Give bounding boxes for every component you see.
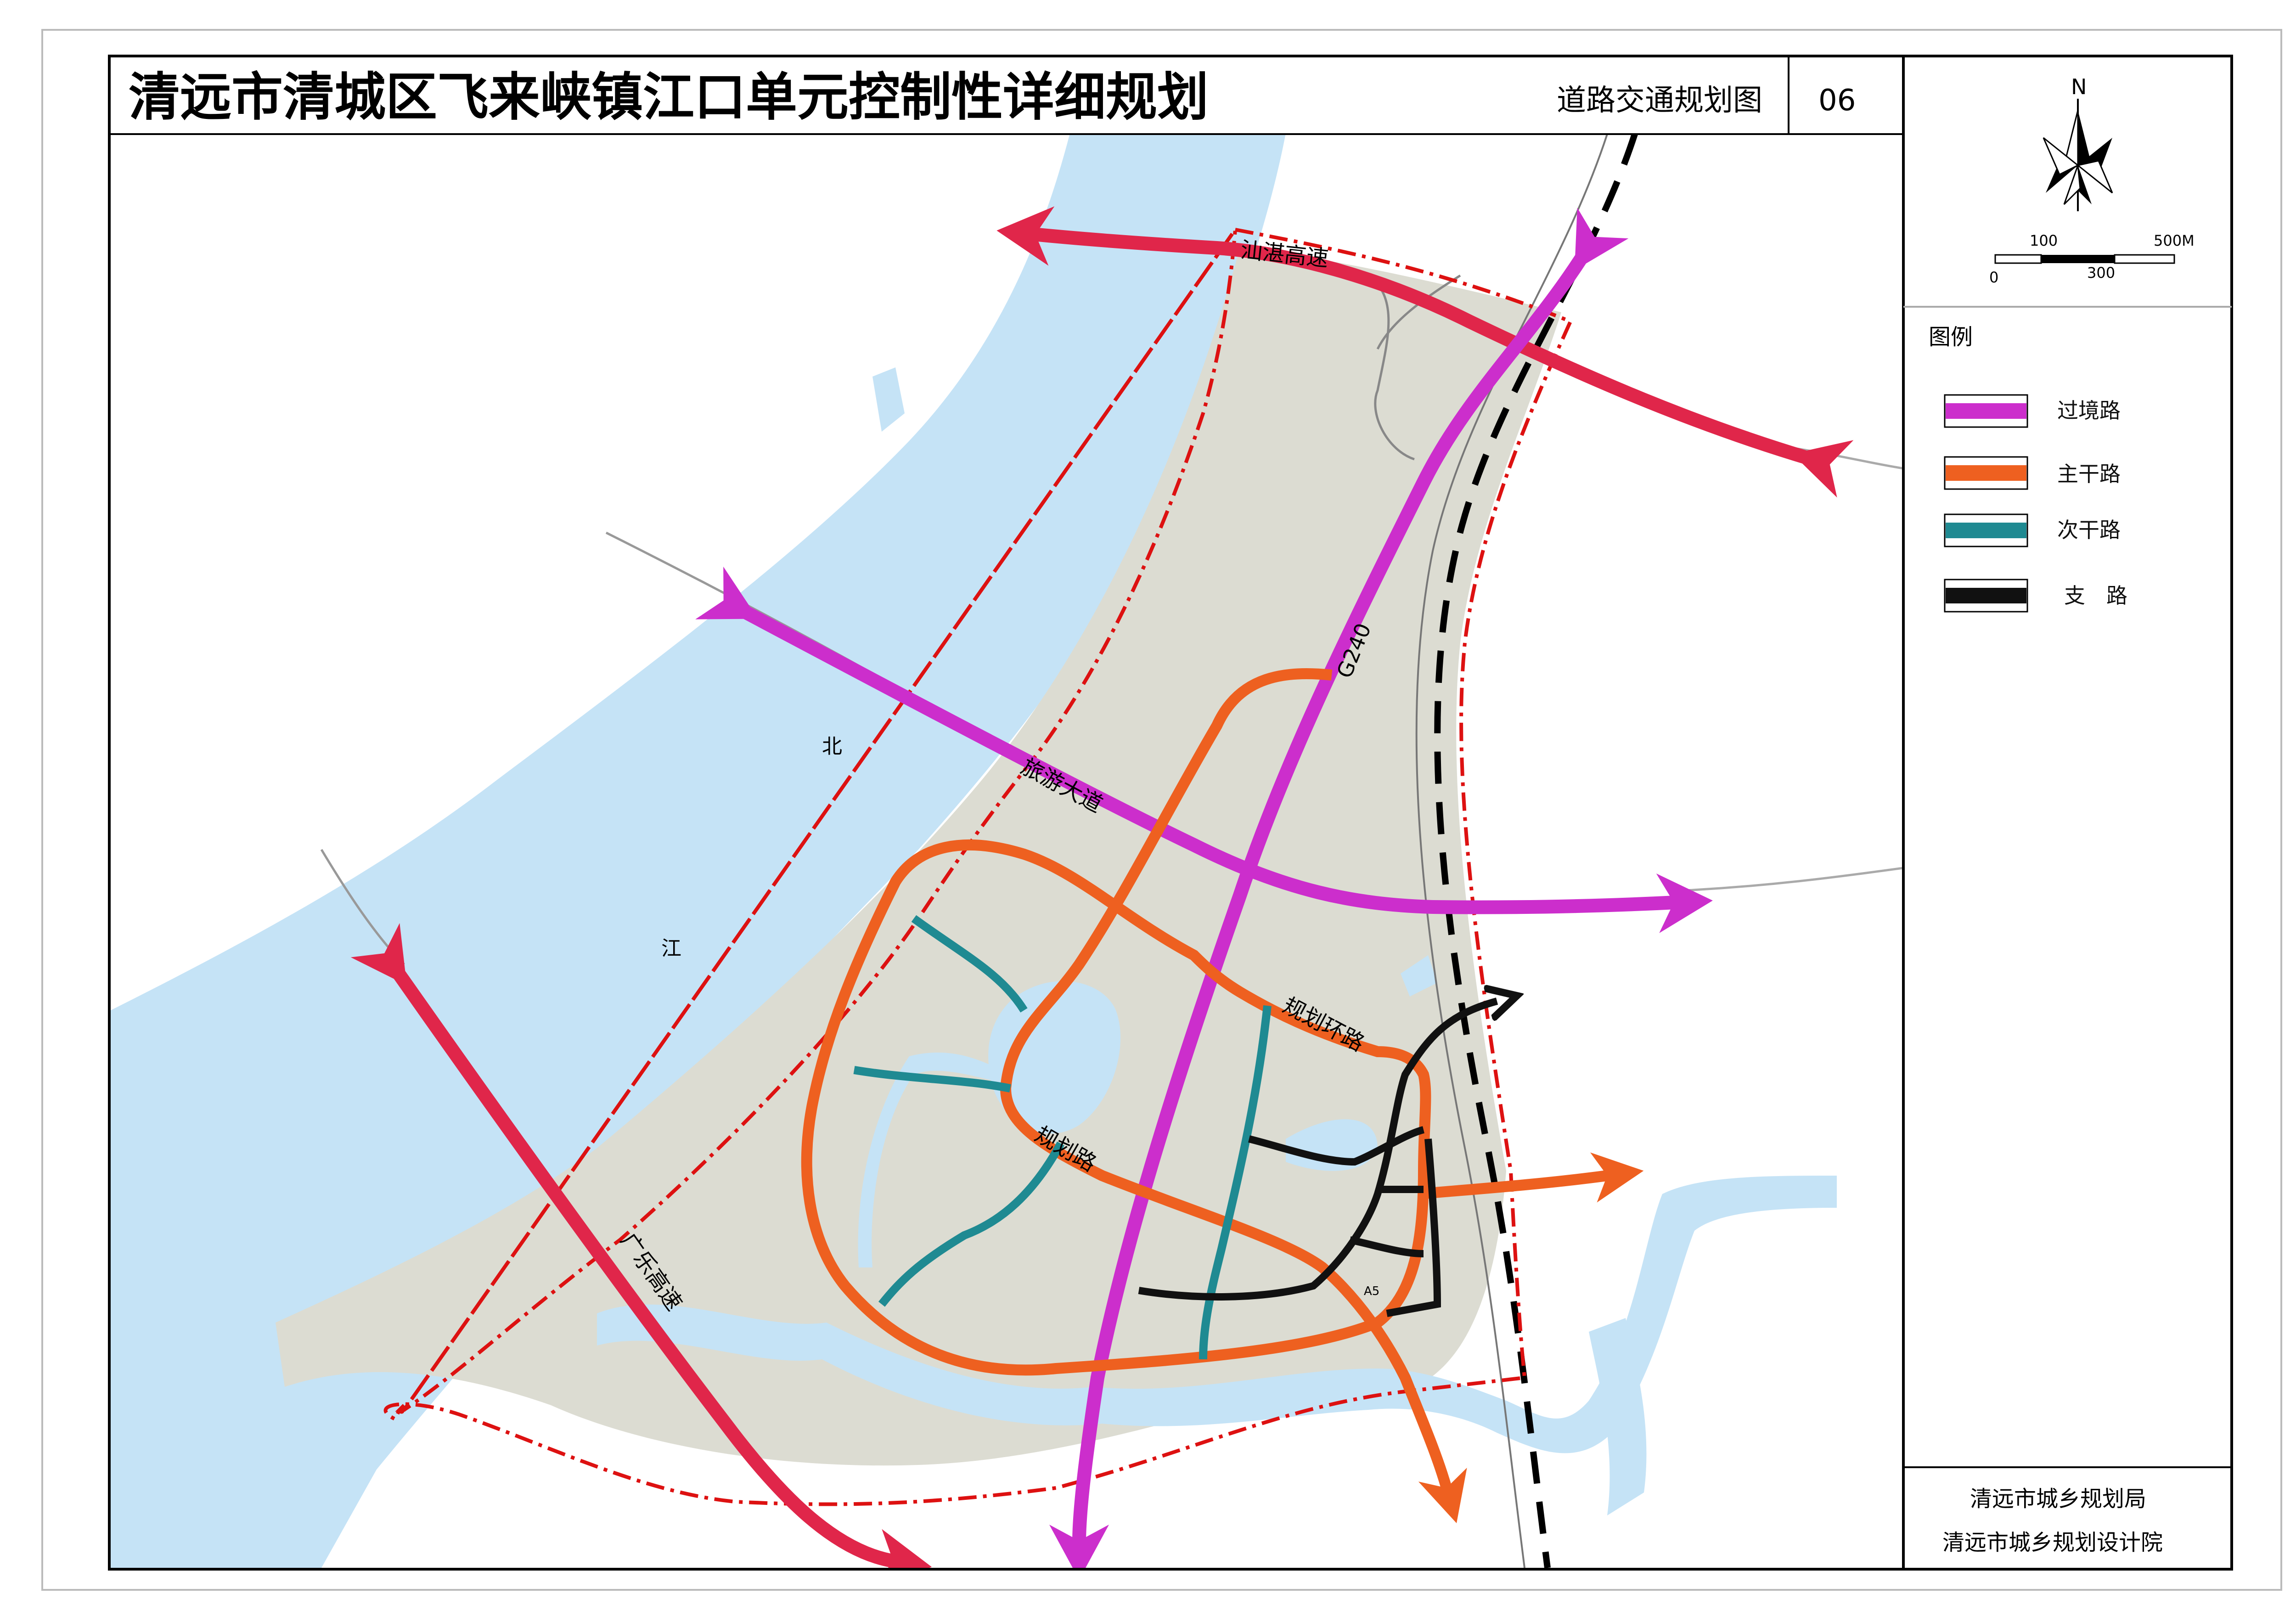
- branch-1[interactable]: [1138, 1001, 1497, 1301]
- river-inlet: [872, 367, 905, 432]
- compass-north: N: [2071, 74, 2087, 99]
- branch-5[interactable]: [1386, 1138, 1441, 1317]
- label-river-1: 北: [822, 735, 842, 758]
- arterial-ring[interactable]: [801, 839, 1431, 1376]
- drawing-name: 道路交通规划图: [1557, 84, 1762, 118]
- label-parcel: A5: [1364, 1284, 1379, 1298]
- side-panel: N 100 500M 0 300 图例 过境路 主干路: [1903, 74, 2232, 1555]
- legend-label-branch: 支 路: [2064, 583, 2127, 608]
- secondary-1[interactable]: [911, 915, 1028, 1013]
- page-title: 清远市清城区飞来峡镇江口单元控制性详细规划: [129, 68, 1209, 127]
- scale-label-300: 300: [2087, 264, 2115, 282]
- arterial-east[interactable]: [1418, 1152, 1644, 1203]
- legend-label-secondary: 次干路: [2057, 518, 2121, 542]
- branch-2[interactable]: [1248, 1126, 1425, 1166]
- org-design-institute: 清远市城乡规划设计院: [1942, 1530, 2163, 1555]
- legend-label-arterial: 主干路: [2057, 462, 2121, 486]
- secondary-3[interactable]: [878, 1141, 1064, 1307]
- scale-label-500: 500M: [2154, 232, 2195, 249]
- label-river-2: 江: [661, 937, 681, 960]
- legend-label-transit: 过境路: [2057, 398, 2121, 423]
- scale-label-0: 0: [1989, 269, 1998, 286]
- arterial-north-loop[interactable]: [1000, 668, 1467, 1523]
- scale-bar: 100 500M 0 300: [1989, 232, 2195, 286]
- org-planning-bureau: 清远市城乡规划局: [1970, 1486, 2146, 1512]
- expressway-west[interactable]: [350, 923, 932, 1568]
- branch-4[interactable]: [1349, 1236, 1424, 1257]
- map-canvas[interactable]: 汕湛高速 旅游大道 G240 规划环路 规划路 广乐高速 北 江 A5: [111, 133, 1903, 1568]
- secondary-4[interactable]: [1199, 1005, 1272, 1360]
- national-road-g240[interactable]: [1049, 208, 1629, 1568]
- legend-title: 图例: [1929, 324, 1973, 350]
- scale-label-100: 100: [2030, 232, 2058, 249]
- sheet-number: 06: [1818, 84, 1856, 118]
- secondary-2[interactable]: [853, 1066, 1011, 1093]
- compass-icon: N: [2043, 74, 2113, 211]
